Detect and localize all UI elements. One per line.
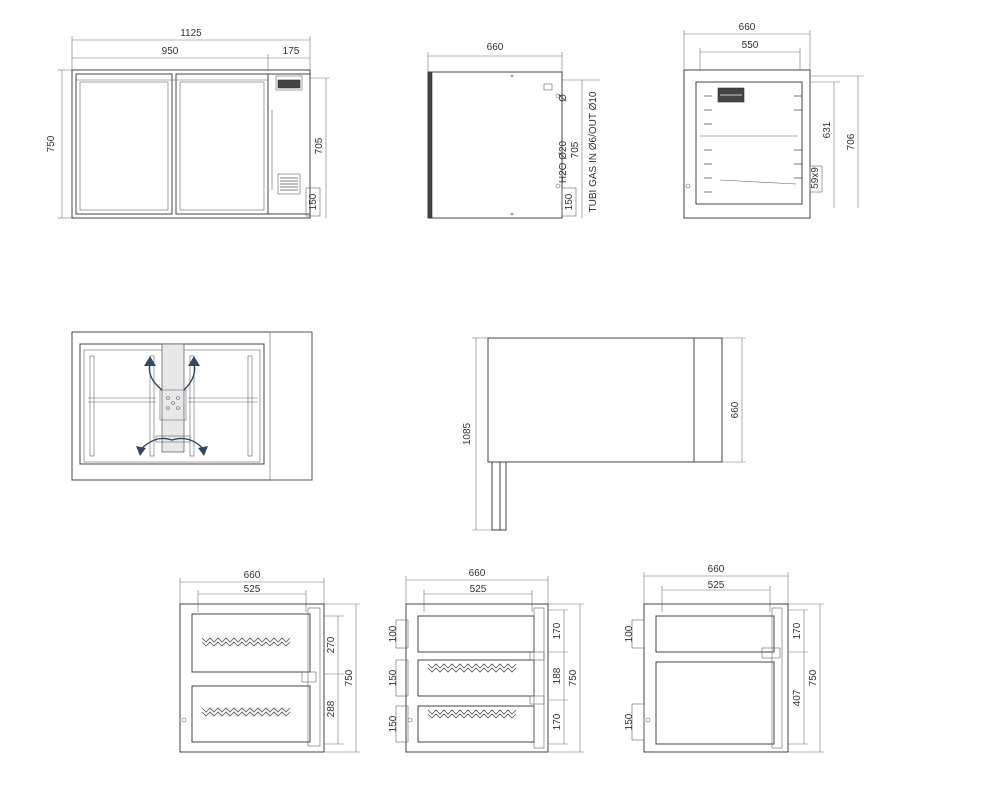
evaporator-icon (717, 87, 745, 103)
dim-front-height-inner: 705 (314, 137, 325, 154)
dim-d1-h-top: 270 (326, 636, 337, 653)
dim-d2-left-bottom: 150 (388, 715, 399, 732)
drawer-grille-icon (201, 637, 291, 647)
dim-d1-width-inner: 525 (244, 584, 261, 595)
airflow-arrow-up-right-icon (183, 356, 200, 391)
dim-d2-h-total: 750 (568, 669, 579, 686)
shelf-rails-right (794, 95, 802, 179)
dim-section-height-a: 631 (822, 121, 833, 138)
dim-d2-left-mid: 150 (388, 669, 399, 686)
dim-front-plinth: 150 (308, 193, 319, 210)
dim-d3-width-inner: 525 (708, 580, 725, 591)
interior-plan-view (71, 331, 313, 481)
dim-front-panel-width: 175 (283, 46, 300, 57)
dim-section-inner-width: 550 (742, 40, 759, 51)
dim-d2-width-outer: 660 (469, 568, 486, 579)
side-tubi-label: TUBI GAS IN Ø6/OUT Ø10 (588, 91, 599, 212)
top-view: 1085 660 (462, 337, 746, 531)
dim-d3-left-top: 100 (624, 625, 635, 642)
dim-section-height-b: 706 (846, 133, 857, 150)
dim-d2-right-top: 170 (552, 622, 563, 639)
dim-front-height-overall: 750 (46, 135, 57, 152)
dim-d3-left-bottom: 150 (624, 713, 635, 730)
dim-front-door-width: 950 (162, 46, 179, 57)
fan-holes-icon (166, 396, 180, 410)
dim-d2-width-inner: 525 (470, 584, 487, 595)
dim-d2-right-bottom: 170 (552, 713, 563, 730)
drawer-view-3: 660 525 100 150 170 407 750 (624, 564, 824, 753)
vent-grille-icon (277, 173, 301, 195)
side-view: 660 705 H2O Ø20 Ø TUBI GAS IN Ø6/OUT Ø10… (427, 42, 600, 219)
dim-d3-width-outer: 660 (708, 564, 725, 575)
front-view: 1125 950 175 750 705 150 (46, 28, 330, 219)
dim-side-plinth: 150 (564, 193, 575, 210)
drawer-grille-icon (201, 707, 291, 717)
side-h2o-label: H2O Ø20 (558, 140, 569, 183)
dim-d3-h-total: 750 (808, 669, 819, 686)
airflow-arrow-up-left-icon (144, 356, 163, 391)
dim-d1-width-outer: 660 (244, 570, 261, 581)
drawer-view-1: 660 525 270 288 750 (179, 570, 360, 753)
dim-top-length: 1085 (462, 422, 473, 445)
side-small-label-top: Ø (558, 94, 569, 102)
airflow-arrow-bottom-icon (136, 437, 208, 456)
drawer-grille-icon (427, 709, 517, 719)
dim-d2-right-mid: 188 (552, 667, 563, 684)
dim-side-height: 705 (570, 141, 581, 158)
section-view: 660 550 (683, 22, 864, 219)
dim-side-depth: 660 (487, 42, 504, 53)
drawer-view-2: 660 525 100 150 150 170 188 (388, 568, 584, 753)
dim-d3-right-bottom: 407 (792, 689, 803, 706)
dim-d2-left-top: 100 (388, 625, 399, 642)
dim-section-outer-width: 660 (739, 22, 756, 33)
dim-d1-h-bottom: 288 (326, 700, 337, 717)
dim-d1-h-total: 750 (344, 669, 355, 686)
shelf-rails-left (704, 95, 712, 193)
drawer-grille-icon (427, 663, 517, 673)
dim-front-overall-width: 1125 (180, 28, 202, 39)
dim-section-vent: 59x9 (810, 167, 821, 189)
dim-d3-right-top: 170 (792, 622, 803, 639)
dim-top-depth: 660 (730, 401, 741, 418)
